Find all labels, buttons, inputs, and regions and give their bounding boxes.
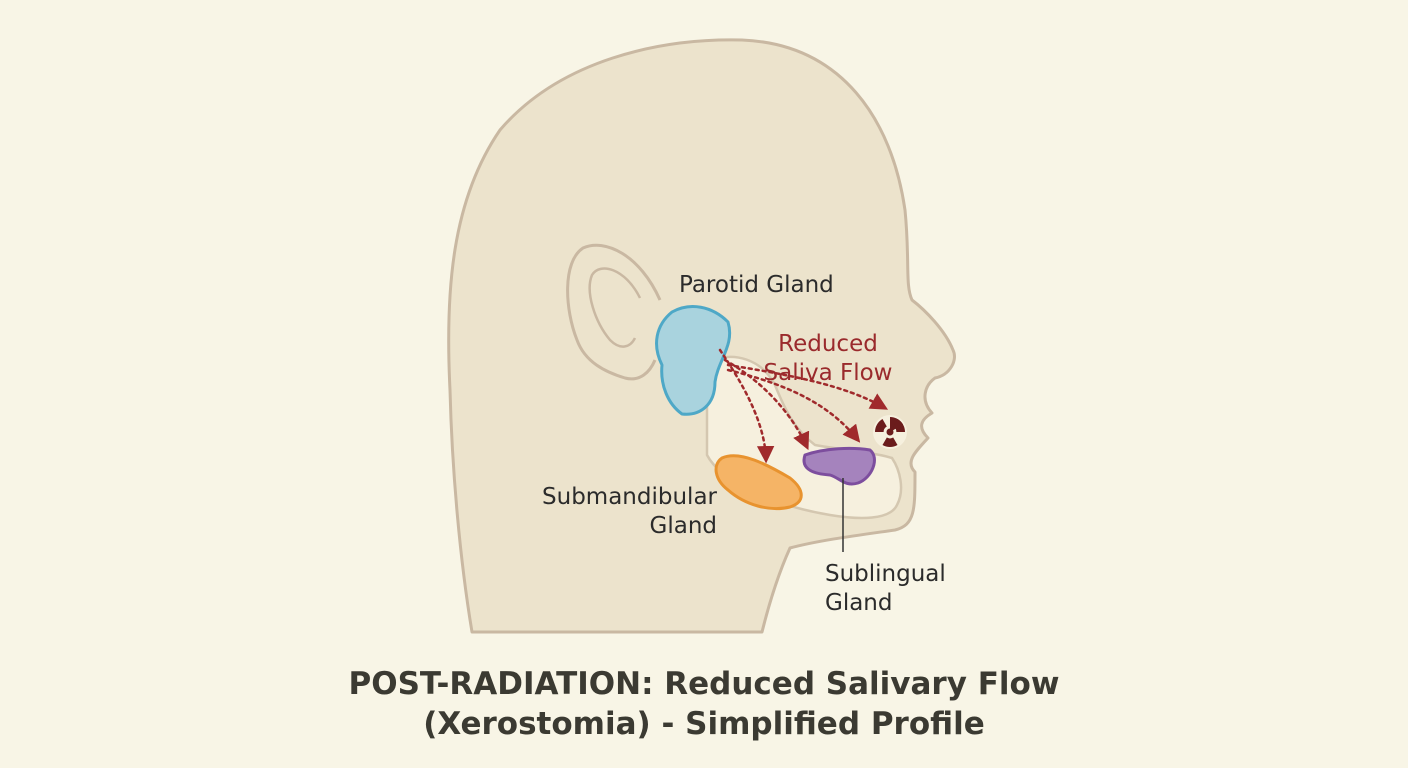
diagram-caption-line1: POST-RADIATION: Reduced Salivary Flow: [348, 666, 1060, 702]
submandibular-label-line1: Submandibular: [542, 484, 717, 510]
reduced-flow-label: Reduced Saliva Flow: [762, 330, 894, 388]
sublingual-label: Sublingual Gland: [825, 560, 946, 618]
reduced-flow-arrows: [718, 348, 889, 464]
reduced-flow-label-line2: Saliva Flow: [763, 360, 893, 386]
sublingual-gland: [802, 446, 876, 486]
reduced-flow-label-line1: Reduced: [778, 331, 878, 357]
flow-arrow-4: [726, 363, 889, 410]
submandibular-gland: [714, 454, 803, 511]
parotid-label: Parotid Gland: [679, 272, 834, 298]
sublingual-label-line1: Sublingual: [825, 561, 946, 587]
diagram-caption-line2: (Xerostomia) - Simplified Profile: [423, 706, 985, 742]
submandibular-label: Submandibular Gland: [537, 483, 717, 541]
flow-arrow-1: [718, 348, 775, 464]
parotid-gland: [655, 305, 732, 416]
sublingual-label-line2: Gland: [825, 590, 893, 616]
ear-inner: [588, 267, 642, 348]
radiation-icon: [873, 415, 907, 449]
flow-arrow-3: [726, 368, 861, 443]
submandibular-label-line2: Gland: [649, 513, 717, 539]
